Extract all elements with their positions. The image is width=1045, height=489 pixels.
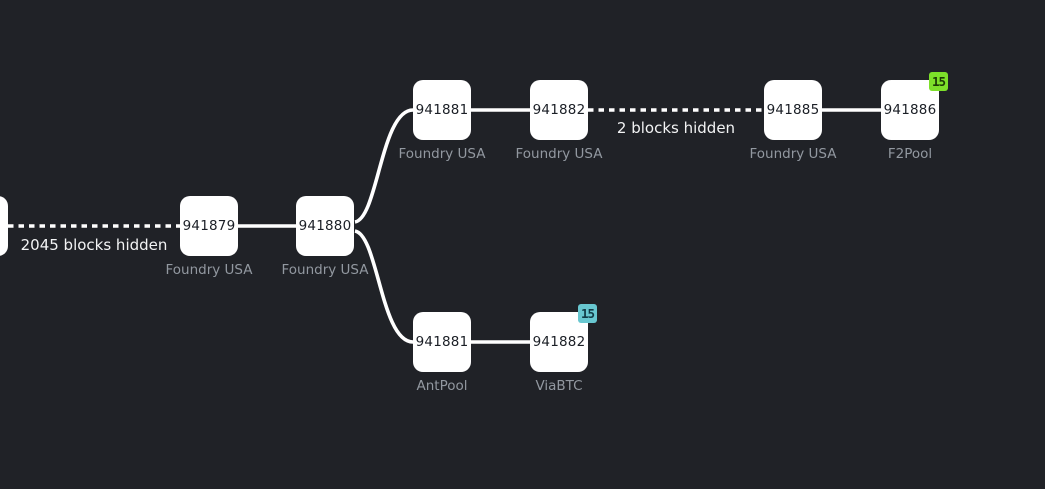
block-height: 941879 bbox=[182, 218, 236, 234]
block-941885[interactable]: 941885 bbox=[764, 80, 822, 140]
confirmation-badge-green: 15 bbox=[929, 72, 948, 91]
block-height: 941880 bbox=[298, 218, 352, 234]
block-height: 941882 bbox=[532, 102, 586, 118]
block-941882-foundry[interactable]: 941882 bbox=[530, 80, 588, 140]
pool-label-941886: F2Pool bbox=[887, 146, 933, 162]
pool-label-941880: Foundry USA bbox=[281, 262, 369, 278]
block-partial-left-edge[interactable] bbox=[0, 196, 8, 256]
pool-label-941881-antpool: AntPool bbox=[416, 378, 468, 394]
hidden-blocks-label-2: 2 blocks hidden bbox=[616, 119, 736, 137]
block-941882-viabtc[interactable]: 941882 15 bbox=[530, 304, 597, 372]
block-height: 941881 bbox=[415, 102, 469, 118]
edge-fork-down-941880-941881 bbox=[354, 229, 414, 344]
block-941881-foundry[interactable]: 941881 bbox=[413, 80, 471, 140]
confirmation-badge-teal: 15 bbox=[578, 304, 597, 323]
pool-label-941885: Foundry USA bbox=[749, 146, 837, 162]
block-941879[interactable]: 941879 bbox=[180, 196, 238, 256]
block-height: 941885 bbox=[766, 102, 820, 118]
edge-fork-up-941880-941881 bbox=[354, 108, 414, 224]
pool-label-941879: Foundry USA bbox=[165, 262, 253, 278]
pool-label-941881-foundry: Foundry USA bbox=[398, 146, 486, 162]
block-941880[interactable]: 941880 bbox=[296, 196, 354, 256]
block-941881-antpool[interactable]: 941881 bbox=[413, 312, 471, 372]
block-height: 941881 bbox=[415, 334, 469, 350]
hidden-blocks-label-2045: 2045 blocks hidden bbox=[20, 236, 168, 254]
pool-label-941882-viabtc: ViaBTC bbox=[535, 378, 583, 394]
block-height: 941882 bbox=[532, 334, 586, 350]
pool-label-941882-foundry: Foundry USA bbox=[515, 146, 603, 162]
block-height: 941886 bbox=[883, 102, 937, 118]
block-941886[interactable]: 941886 15 bbox=[881, 72, 948, 140]
